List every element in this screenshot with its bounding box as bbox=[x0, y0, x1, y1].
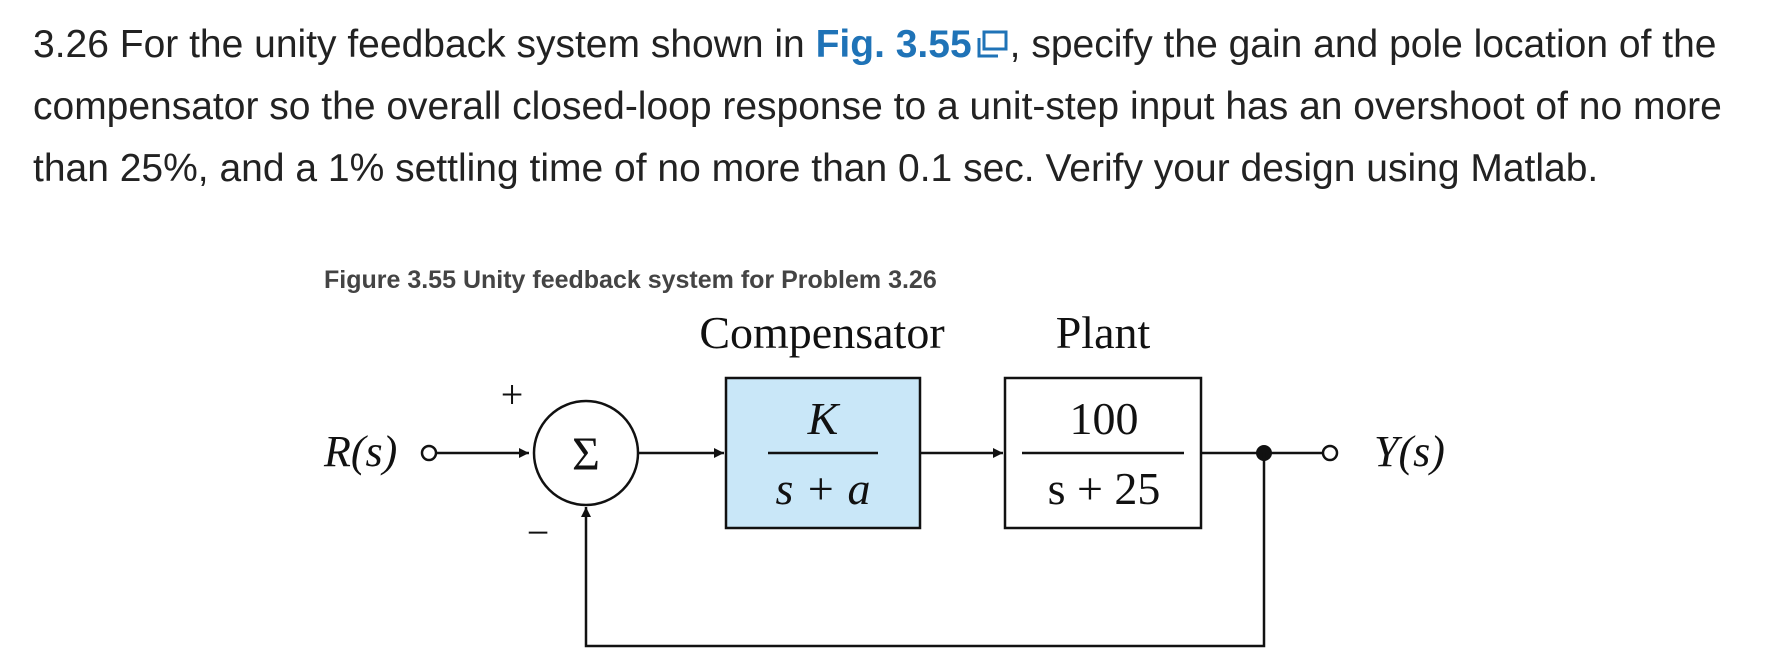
sum-symbol: Σ bbox=[572, 428, 600, 481]
problem-text-after: , specify the gain and pole location of … bbox=[33, 23, 1722, 190]
plant-label: Plant bbox=[1056, 307, 1151, 358]
plant-denominator: s + 25 bbox=[1048, 463, 1161, 514]
feedback-path bbox=[581, 453, 1266, 648]
problem-number: 3.26 bbox=[33, 23, 109, 66]
plus-sign: + bbox=[501, 372, 524, 417]
compensator-label: Compensator bbox=[699, 307, 944, 358]
problem-statement: 3.26 For the unity feedback system shown… bbox=[33, 14, 1778, 200]
minus-sign: − bbox=[527, 510, 550, 555]
external-popout-icon bbox=[977, 30, 1008, 58]
output-terminal bbox=[1321, 444, 1339, 462]
figure-caption: Figure 3.55 Unity feedback system for Pr… bbox=[324, 266, 937, 294]
plant-numerator: 100 bbox=[1070, 393, 1139, 444]
output-label: Y(s) bbox=[1374, 427, 1445, 476]
figure-link-text: Fig. 3.55 bbox=[815, 23, 972, 66]
figure-link[interactable]: Fig. 3.55 bbox=[816, 23, 1010, 66]
problem-text-before: For the unity feedback system shown in bbox=[119, 23, 805, 66]
compensator-numerator: K bbox=[807, 393, 841, 444]
input-label: R(s) bbox=[323, 427, 397, 476]
input-terminal bbox=[420, 444, 438, 462]
compensator-denominator: s + a bbox=[776, 463, 871, 514]
